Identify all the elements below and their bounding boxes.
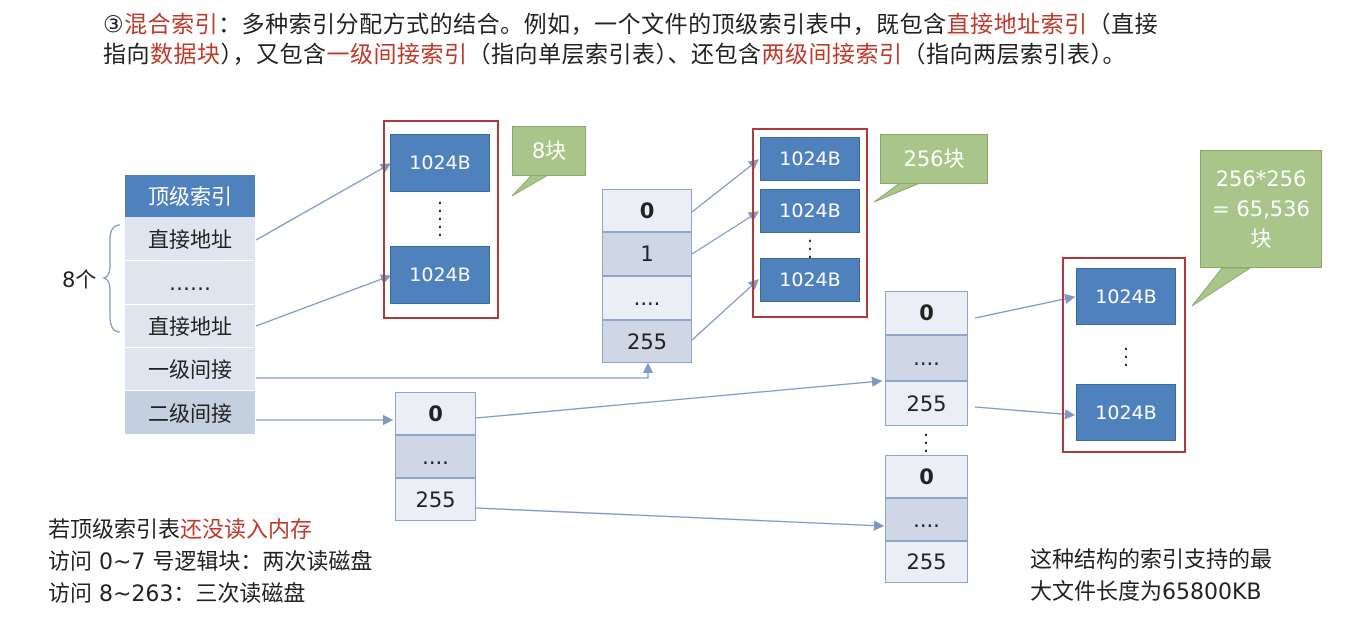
double-l2-dots: ··· bbox=[923, 425, 929, 462]
double-block-last: 1024B bbox=[1076, 384, 1176, 441]
top-index-row-direct-1: 直接地址 bbox=[125, 217, 255, 260]
line2-segment-5: 两级间接索引 bbox=[761, 42, 903, 68]
note-left-line-1: 若顶级索引表还没读入内存 bbox=[48, 516, 312, 545]
single-index-row-1: 1 bbox=[602, 232, 692, 276]
line1-segment-0: ③ bbox=[103, 12, 125, 38]
double-blocks-box bbox=[1062, 257, 1186, 453]
single-block-1: 1024B bbox=[760, 189, 860, 233]
top-index-row-direct-8: 直接地址 bbox=[125, 305, 255, 347]
double-l2b-row-0: 0 bbox=[885, 455, 968, 498]
note-left-line-1-red: 还没读入内存 bbox=[180, 518, 313, 543]
top-index-row-double-indirect: 二级间接 bbox=[125, 391, 255, 434]
arrow-direct-1 bbox=[255, 163, 392, 241]
direct-block-first: 1024B bbox=[390, 134, 490, 192]
double-l1-row-255: 255 bbox=[395, 478, 476, 521]
callout-tail-direct bbox=[511, 174, 550, 197]
line1-segment-2: ：多种索引分配方式的结合。例如，一个文件的顶级索引表中，既包含 bbox=[218, 12, 947, 38]
line2-segment-0: 指向 bbox=[103, 42, 150, 68]
direct-block-last: 1024B bbox=[390, 246, 490, 304]
single-dots: ··· bbox=[807, 231, 813, 267]
callout-tail-double bbox=[1191, 267, 1252, 307]
arrow-single-255 bbox=[691, 279, 759, 341]
arrow-l2-0 bbox=[974, 293, 1076, 319]
line2-segment-2: ），又包含 bbox=[220, 42, 327, 68]
double-l2a-row-0: 0 bbox=[885, 291, 968, 335]
single-index-row-0: 0 bbox=[602, 189, 692, 232]
brace-label: 8个 bbox=[62, 268, 97, 292]
double-block-first: 1024B bbox=[1076, 268, 1176, 325]
double-l1-row-0: 0 bbox=[395, 392, 476, 435]
single-block-0: 1024B bbox=[760, 137, 860, 181]
line1-segment-4: （直接 bbox=[1087, 12, 1159, 38]
double-l2b-row-255: 255 bbox=[885, 541, 968, 583]
top-index-header: 顶级索引 bbox=[125, 175, 255, 217]
line1-segment-3: 直接地址索引 bbox=[946, 12, 1088, 38]
intro-line-2: 指向数据块），又包含一级间接索引（指向单层索引表）、还包含两级间接索引（指向两层… bbox=[103, 40, 1333, 70]
intro-line-1: ③混合索引：多种索引分配方式的结合。例如，一个文件的顶级索引表中，既包含直接地址… bbox=[103, 10, 1333, 40]
note-left-line-1-prefix: 若顶级索引表 bbox=[48, 518, 181, 543]
top-index-row-single-indirect: 一级间接 bbox=[125, 348, 255, 390]
direct-blocks-box bbox=[383, 120, 499, 319]
note-right-line-2: 大文件长度为65800KB bbox=[1030, 580, 1262, 605]
arrow-single-1 bbox=[691, 211, 760, 255]
double-l2b-row-ellipsis: .... bbox=[885, 498, 968, 541]
double-block-dots: ··· bbox=[1123, 339, 1129, 376]
direct-dots: ····· bbox=[437, 193, 443, 246]
line1-segment-1: 混合索引 bbox=[124, 12, 219, 38]
brace-8 bbox=[101, 224, 121, 333]
callout-double: 256*256 = 65,536 块 bbox=[1200, 150, 1322, 268]
single-index-row-ellipsis: .... bbox=[602, 276, 692, 320]
double-l2a-row-255: 255 bbox=[885, 381, 968, 426]
note-right-line-1: 这种结构的索引支持的最 bbox=[1030, 548, 1273, 573]
single-blocks-box bbox=[752, 128, 868, 318]
double-l2a-row-ellipsis: .... bbox=[885, 335, 968, 381]
arrow-single-indirect bbox=[256, 362, 654, 379]
line2-segment-4: （指向单层索引表）、还包含 bbox=[467, 42, 762, 68]
arrow-l1-255 bbox=[475, 507, 885, 531]
single-index-row-255: 255 bbox=[602, 320, 692, 363]
single-block-255: 1024B bbox=[760, 258, 860, 302]
double-l1-row-ellipsis: .... bbox=[395, 435, 476, 478]
note-left-line-3: 访问 8~263：三次读磁盘 bbox=[48, 582, 306, 607]
callout-tail-single bbox=[873, 182, 921, 203]
arrow-l2-255 bbox=[974, 406, 1076, 420]
note-left-line-2: 访问 0~7 号逻辑块：两次读磁盘 bbox=[48, 550, 373, 575]
arrow-direct-2 bbox=[255, 274, 392, 327]
callout-single: 256块 bbox=[880, 134, 988, 184]
callout-direct: 8块 bbox=[512, 126, 586, 176]
line2-segment-6: （指向两层索引表）。 bbox=[902, 42, 1126, 68]
line2-segment-1: 数据块 bbox=[150, 42, 221, 68]
line2-segment-3: 一级间接索引 bbox=[326, 42, 468, 68]
top-index-row-ellipsis: …… bbox=[125, 261, 255, 304]
arrow-l1-0 bbox=[475, 376, 883, 419]
arrow-single-0 bbox=[691, 159, 760, 213]
